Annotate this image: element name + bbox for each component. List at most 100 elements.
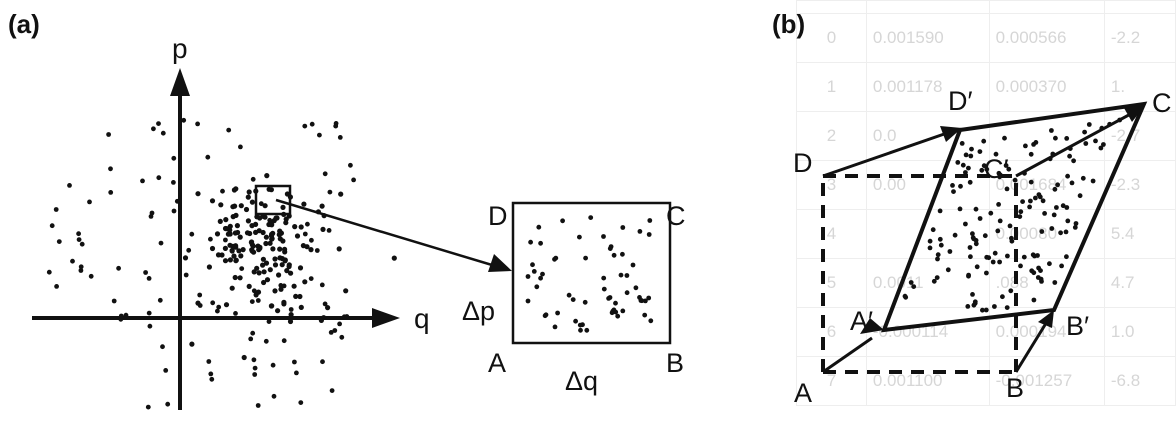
scatter-dot xyxy=(146,310,152,316)
scatter-dot xyxy=(326,228,332,233)
scatter-dot xyxy=(322,171,328,177)
scatter-dot xyxy=(234,223,240,229)
evolved-cell-parallelogram xyxy=(880,101,1148,333)
scatter-dot xyxy=(934,275,940,280)
scatter-dot xyxy=(974,264,980,270)
scatter-dot xyxy=(1040,198,1046,204)
background-table-cell: 0.001100 xyxy=(865,356,990,406)
panel-b-label: (b) xyxy=(772,9,805,39)
scatter-dot xyxy=(1027,204,1032,210)
background-table-cell xyxy=(988,111,1105,161)
scatter-dot xyxy=(263,240,269,247)
scatter-dot xyxy=(911,284,917,289)
scatter-dot xyxy=(319,203,325,209)
scatter-dot xyxy=(1023,143,1028,149)
scatter-dot xyxy=(534,284,540,290)
background-table-cell: -0.001257 xyxy=(988,356,1105,406)
scatter-dot xyxy=(297,265,304,271)
arrow-D-icon xyxy=(940,126,962,142)
label-B: B xyxy=(1006,373,1024,403)
scatter-dot xyxy=(276,272,282,278)
scatter-dot xyxy=(186,247,192,253)
scatter-dot xyxy=(146,276,152,281)
scatter-dot xyxy=(272,262,279,268)
scatter-dot xyxy=(223,302,230,308)
scatter-dot xyxy=(613,300,618,306)
scatter-dot xyxy=(963,221,968,227)
scatter-dot xyxy=(1032,253,1037,259)
scatter-dot xyxy=(88,273,94,279)
scatter-dot xyxy=(1017,214,1023,220)
scatter-dot xyxy=(195,191,201,197)
scatter-dot xyxy=(560,218,565,224)
scatter-dot xyxy=(277,246,283,252)
cell-points xyxy=(525,215,654,333)
scatter-dot xyxy=(902,293,908,299)
scatter-dot xyxy=(70,258,75,264)
scatter-dot xyxy=(1090,178,1096,184)
scatter-dot xyxy=(238,203,244,209)
scatter-dot xyxy=(308,276,314,281)
background-table-cell: 1 xyxy=(796,62,867,112)
scatter-dot xyxy=(293,293,299,299)
scatter-dot xyxy=(970,231,975,237)
scatter-dot xyxy=(1071,158,1076,164)
scatter-dot xyxy=(947,249,953,254)
scatter-dot xyxy=(245,218,251,224)
scatter-dot xyxy=(606,296,611,301)
scatter-dot xyxy=(927,238,933,244)
scatter-dot xyxy=(927,245,933,251)
arrow-C-icon xyxy=(1124,104,1146,122)
scatter-dot xyxy=(1038,268,1043,273)
scatter-dot xyxy=(996,202,1001,207)
label-B-prime: B′ xyxy=(1066,311,1089,341)
scatter-dot xyxy=(160,130,166,136)
scatter-dot xyxy=(250,330,256,336)
scatter-dot xyxy=(1053,135,1058,141)
scatter-dot xyxy=(620,308,626,314)
scatter-dot xyxy=(237,275,243,281)
scatter-dot xyxy=(620,251,625,257)
scatter-dot xyxy=(108,190,114,195)
scatter-dot xyxy=(992,250,998,256)
scatter-dot xyxy=(272,288,278,294)
scatter-dot xyxy=(298,304,304,310)
scatter-dot xyxy=(1086,122,1092,127)
scatter-dot xyxy=(963,152,969,158)
scatter-dot xyxy=(248,336,254,342)
scatter-dot xyxy=(147,323,153,329)
scatter-dot xyxy=(1064,205,1070,210)
scatter-dot xyxy=(116,265,121,271)
scatter-dot xyxy=(282,249,288,255)
scatter-dot xyxy=(106,132,111,137)
scatter-dot xyxy=(977,149,983,155)
scatter-dot xyxy=(279,262,285,268)
scatter-dot xyxy=(156,175,162,181)
scatter-dot xyxy=(646,232,652,237)
scatter-dot xyxy=(988,210,994,216)
scatter-dot xyxy=(938,242,944,248)
scatter-dot xyxy=(260,256,266,262)
background-table-cell: -0.000114 xyxy=(865,307,990,357)
scatter-dot xyxy=(971,236,977,242)
scatter-dot xyxy=(302,123,308,129)
scatter-dot xyxy=(230,243,236,249)
scatter-dot xyxy=(305,221,310,227)
scatter-dot xyxy=(76,231,81,237)
selection-box xyxy=(254,184,292,216)
background-table-cell: 0.000370 xyxy=(988,62,1105,112)
label-A: A xyxy=(794,378,812,408)
scatter-dot xyxy=(937,208,943,214)
scatter-dot xyxy=(977,216,983,221)
scatter-dot xyxy=(1003,163,1009,168)
background-table-cell: 4.7 xyxy=(1103,258,1176,308)
zoom-arrow xyxy=(275,198,503,270)
scatter-dot xyxy=(53,207,59,212)
scatter-dot xyxy=(76,237,82,243)
scatter-dot xyxy=(968,254,973,260)
scatter-dot xyxy=(267,217,273,223)
background-table-cell: 3 xyxy=(796,160,867,210)
scatter-dot xyxy=(171,155,177,161)
scatter-dot xyxy=(1072,225,1078,230)
scatter-dot xyxy=(990,259,996,265)
